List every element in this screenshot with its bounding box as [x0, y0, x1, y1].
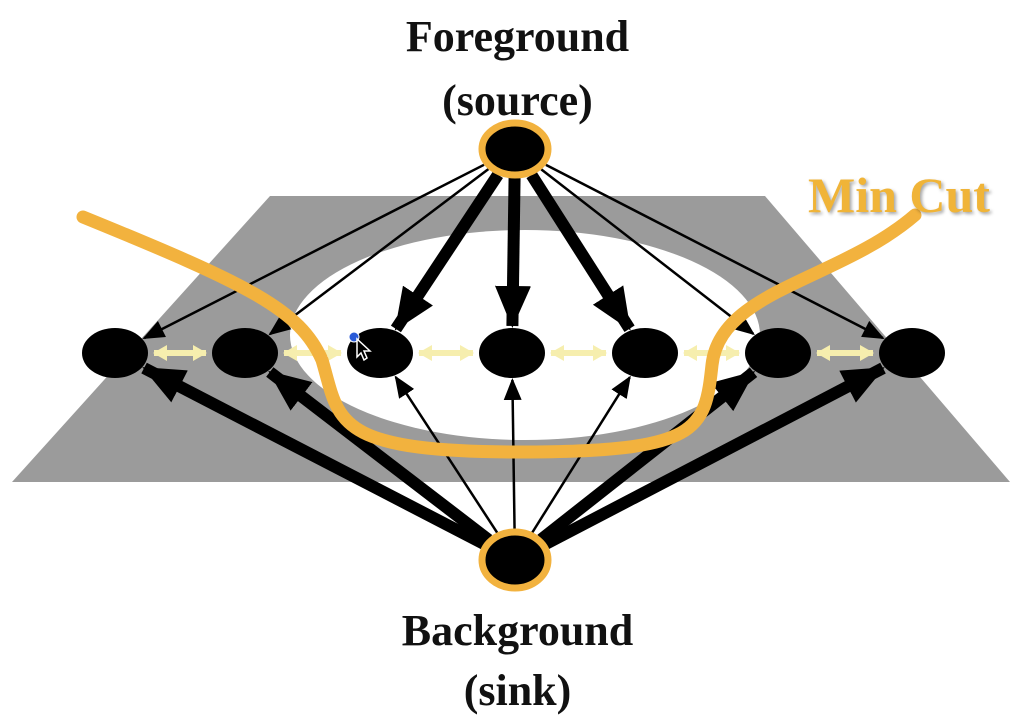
source-edge-4 [494, 177, 531, 329]
sink-edge-2 [266, 367, 493, 545]
source-edge-6 [540, 168, 755, 336]
pixel-node-n6 [745, 328, 811, 378]
pixel-node-n3 [347, 328, 413, 378]
pixel-nodes [82, 328, 945, 378]
sink-node [478, 528, 552, 592]
min-cut-label: Min Cut [808, 167, 990, 223]
source-subtitle: (source) [442, 76, 593, 125]
cursor-icon [348, 331, 372, 362]
source-edge-3 [390, 171, 503, 333]
pixel-node-n4 [479, 328, 545, 378]
min-cut-curve [76, 208, 922, 459]
source-title: Foreground [405, 12, 630, 61]
pixel-node-n5 [612, 328, 678, 378]
sink-subtitle: (sink) [463, 666, 572, 715]
pixel-node-n7 [879, 328, 945, 378]
source-edges [142, 163, 885, 340]
source-edge-1 [142, 163, 485, 340]
sink-title: Background [401, 606, 634, 655]
source-edge-7 [545, 163, 885, 340]
pixel-node-n2 [212, 328, 278, 378]
source-edge-2 [268, 168, 490, 336]
sink-edge-1 [141, 362, 487, 550]
source-node [478, 119, 552, 179]
sink-edge-6 [537, 367, 758, 545]
sink-edge-7 [543, 362, 886, 550]
source-edge-5 [526, 171, 635, 332]
pixel-node-n1 [82, 328, 148, 378]
